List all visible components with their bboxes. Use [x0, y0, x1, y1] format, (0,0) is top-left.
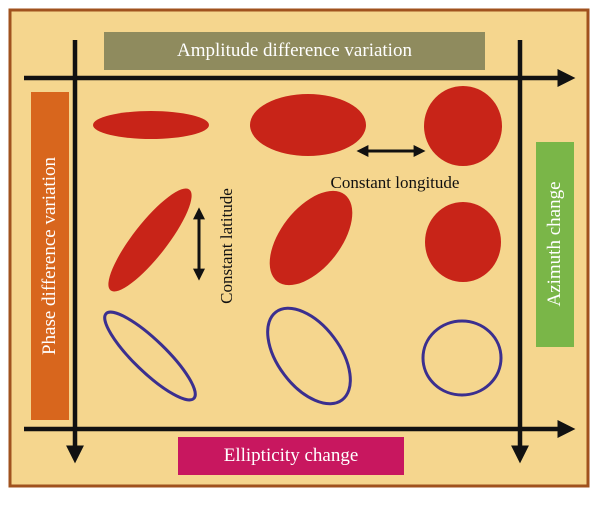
bottom-label-box [178, 437, 404, 475]
polarization-ellipse-r2c2 [269, 190, 353, 286]
polarization-ellipse-r2c1 [108, 188, 192, 292]
polarization-ellipse-r1c3 [424, 86, 502, 166]
constant-longitude-label: Constant longitude [330, 173, 460, 192]
amplitude-difference-label: Amplitude difference variation [177, 40, 412, 61]
top-label-box [104, 32, 485, 70]
ellipticity-change-label: Ellipticity change [223, 445, 359, 466]
polarization-ellipse-r3c1 [103, 310, 197, 402]
right-label-box [536, 142, 574, 347]
left-label-box [31, 92, 69, 420]
polarization-ellipse-r3c2 [266, 306, 352, 406]
polarization-ellipse-r2c3 [425, 202, 501, 282]
polarization-ellipse-r1c2 [250, 94, 366, 156]
constant-latitude-label: Constant latitude [217, 188, 236, 304]
azimuth-change-label: Azimuth change [544, 181, 565, 307]
polarization-ellipse-r3c3 [421, 319, 503, 397]
polarization-ellipse-r1c1 [93, 111, 209, 139]
phase-difference-label: Phase difference variation [39, 157, 60, 356]
